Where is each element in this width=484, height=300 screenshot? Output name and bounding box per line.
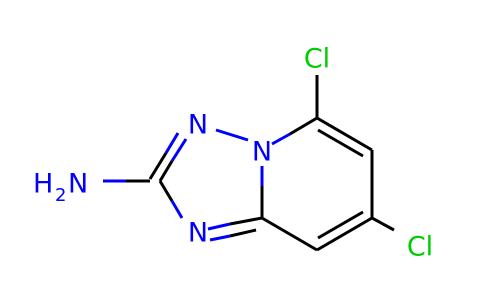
atom-cl-bottom: Cl [407, 232, 433, 263]
atom-cl-top: Cl [304, 44, 330, 75]
bond-c5-c6-double [317, 128, 364, 158]
atom-labels: Cl Cl N N N H 2 N [33, 44, 433, 263]
bond-c2-n3-blue [170, 200, 184, 219]
bond-n1-c2-black [158, 160, 174, 182]
atom-n-3: N [188, 218, 208, 249]
bond-n3-c8a-blue [207, 222, 231, 231]
atom-amine-n: N [68, 169, 88, 200]
atom-amine-subscript: 2 [55, 185, 66, 206]
bond-c7-cl [371, 216, 395, 232]
bond-n1-c2-blue [170, 138, 188, 162]
atom-amine-h: H [33, 169, 53, 200]
bond-n4-c5-black [289, 116, 318, 136]
atom-n-1: N [188, 110, 208, 141]
bond-n3-c8a-double-black [229, 228, 257, 238]
bond-c7-c8 [316, 216, 373, 252]
bond-c5-c6 [316, 116, 373, 152]
bond-n3-c8a-double-blue [209, 234, 231, 242]
bond-n4-n1 [215, 128, 249, 142]
bond-n3-c8a-black [229, 216, 263, 226]
bond-n1-c2-double-black [148, 152, 168, 180]
bond-c7-c8-double [317, 210, 364, 240]
bond-n1-c2-double-blue [164, 132, 180, 154]
bond-c2-n3-black [158, 180, 174, 202]
bond-c8-c8a [261, 216, 318, 252]
atom-n-bridgehead: N [252, 137, 272, 168]
bond-n4-c5-blue [271, 132, 291, 146]
bonds [103, 75, 395, 252]
